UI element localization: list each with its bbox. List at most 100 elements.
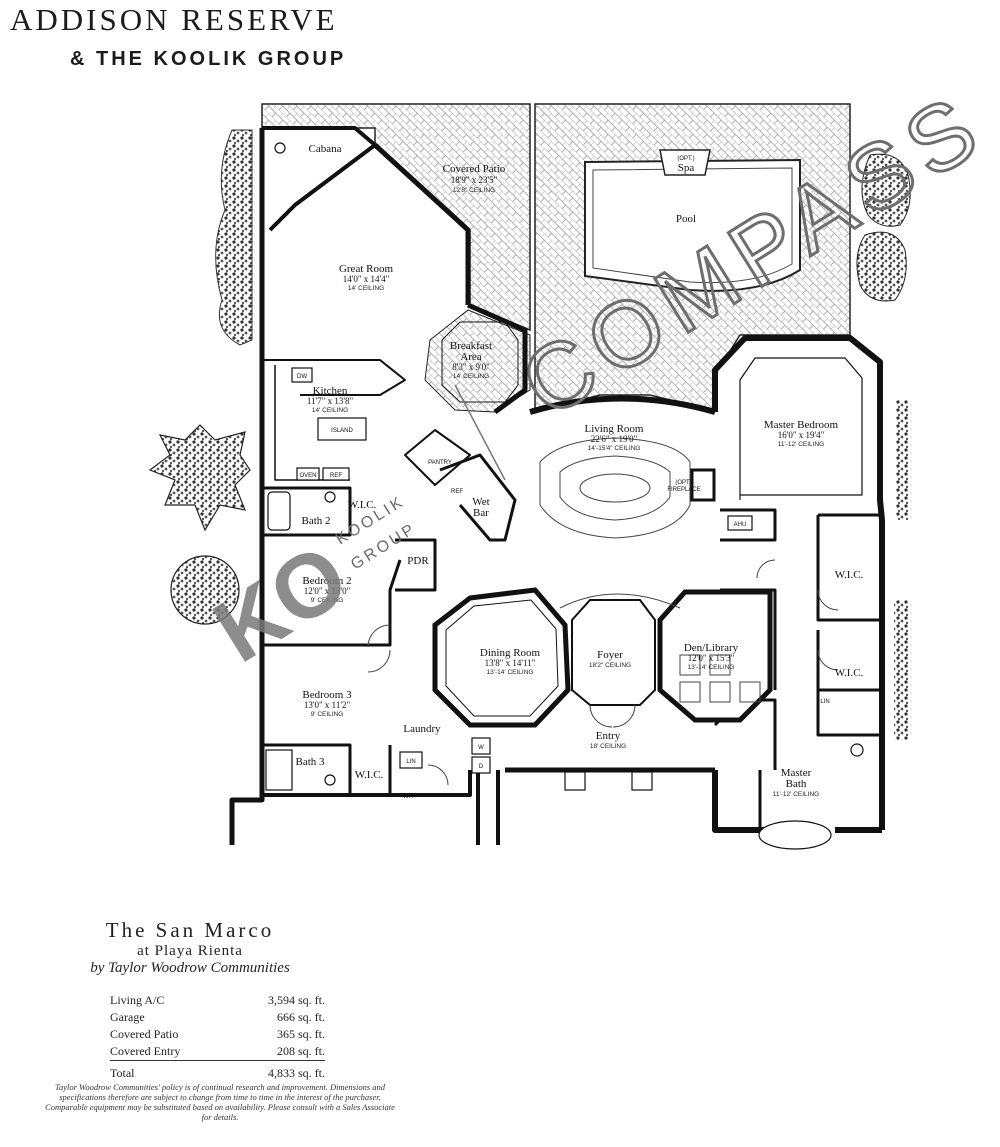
master-bath-label-2: Bath bbox=[786, 778, 807, 790]
laundry-lin-label: LIN bbox=[406, 759, 415, 765]
fireplace-label: FIREPLACE bbox=[667, 487, 700, 493]
breakfast-dim: 8'3" x 9'0" bbox=[452, 362, 490, 372]
great-room-dim: 14'0" x 14'4" bbox=[343, 274, 390, 284]
entry-ceiling: 18' CEILING bbox=[590, 743, 626, 750]
octagon-rooms bbox=[432, 321, 773, 728]
breakfast-ceiling: 14' CEILING bbox=[453, 373, 489, 380]
dw-label: DW bbox=[297, 374, 307, 380]
dining-room-octagon bbox=[432, 587, 571, 728]
shrub-right-top bbox=[861, 153, 911, 227]
covered-patio-paving bbox=[261, 103, 531, 332]
living-room-dim: 22'6" x 19'0" bbox=[591, 434, 638, 444]
total-value: 4,833 sq. ft. bbox=[268, 1066, 325, 1080]
wet-bar-label-1: Wet bbox=[472, 496, 489, 508]
bath3-shower bbox=[265, 749, 293, 791]
toilet-bath2 bbox=[324, 491, 336, 503]
covered-patio-label: Covered Patio bbox=[443, 163, 506, 175]
pool-inner-edge bbox=[592, 167, 793, 284]
wic-right2-label: W.I.C. bbox=[835, 667, 864, 679]
west-exterior-wall bbox=[229, 128, 265, 845]
area-value: 208 sq. ft. bbox=[230, 1043, 325, 1061]
area-row: Covered Entry 208 sq. ft. bbox=[110, 1043, 325, 1061]
ref-unit bbox=[322, 467, 350, 481]
master-bedroom-wall bbox=[712, 335, 885, 830]
master-bedroom-inner bbox=[739, 357, 863, 500]
covered-patio-ceiling: 12'8" CEILING bbox=[453, 187, 495, 194]
bedroom2-dim: 12'0" x 13'0" bbox=[304, 586, 351, 596]
interior-partition-3 bbox=[262, 559, 402, 647]
entry-label: Entry bbox=[596, 730, 621, 742]
area-label: Covered Patio bbox=[110, 1027, 179, 1041]
living-room-ceiling-detail bbox=[539, 437, 691, 609]
cabana-label: Cabana bbox=[309, 143, 342, 155]
covered-patio-dim: 18'9" x 23'5" bbox=[451, 175, 498, 185]
dining-arc-top bbox=[559, 593, 681, 609]
master-bath-label-1: Master bbox=[781, 767, 812, 779]
breakfast-paving bbox=[424, 309, 531, 413]
living-room-label: Living Room bbox=[585, 423, 644, 435]
wic-right-walls bbox=[816, 513, 880, 737]
den-grid-d bbox=[709, 681, 731, 703]
master-bedroom-dim: 16'0" x 19'4" bbox=[778, 430, 825, 440]
dining-room-ceiling: 13'-14' CEILING bbox=[487, 669, 534, 676]
dryer-label: D bbox=[479, 764, 484, 770]
den-grid-b bbox=[709, 654, 731, 676]
kitchen-ceiling: 14' CEILING bbox=[312, 407, 348, 414]
entry-pier-2 bbox=[631, 771, 653, 791]
tree-left-mid bbox=[148, 424, 251, 532]
great-room-ceiling: 14' CEILING bbox=[348, 285, 384, 292]
lin-right-label: LIN bbox=[820, 699, 829, 705]
area-label: Garage bbox=[110, 1010, 145, 1024]
watermark-slash bbox=[454, 384, 506, 481]
spa-shape bbox=[659, 149, 711, 176]
washer bbox=[471, 737, 491, 755]
kitchen-dim: 11'7" x 13'8" bbox=[307, 396, 354, 406]
den-octagon bbox=[657, 589, 773, 723]
toilet-master bbox=[850, 743, 864, 757]
bedroom3-ceiling: 9' CEILING bbox=[311, 711, 344, 718]
lin-laundry bbox=[399, 751, 423, 769]
pool-label: Pool bbox=[676, 213, 696, 225]
living-room-north-curve bbox=[529, 395, 716, 415]
foyer-octagon bbox=[571, 599, 656, 706]
foyer-ceiling: 18'2" CEILING bbox=[589, 662, 631, 669]
wh-label: WH bbox=[403, 794, 413, 800]
den-grid-e bbox=[739, 681, 761, 703]
wic-right1-label: W.I.C. bbox=[835, 569, 864, 581]
cabana-wall bbox=[262, 126, 377, 232]
living-room-ceiling: 14'-15'4" CEILING bbox=[588, 445, 641, 452]
breakfast-label-2: Area bbox=[460, 351, 481, 363]
area-label: Living A/C bbox=[110, 993, 165, 1007]
disclaimer-text: Taylor Woodrow Communities' policy is of… bbox=[45, 1082, 395, 1122]
wic-small-label: W.I.C. bbox=[348, 499, 377, 511]
door-swing-wic2 bbox=[817, 649, 839, 671]
ceiling-outer bbox=[539, 437, 691, 539]
pantry-label: PANTRY bbox=[428, 460, 452, 466]
fixtures-group bbox=[265, 142, 864, 850]
laundry-label: Laundry bbox=[403, 723, 441, 735]
brand-subtitle: & THE KOOLIK GROUP bbox=[70, 48, 347, 70]
master-bedroom-label: Master Bedroom bbox=[764, 419, 839, 431]
tree-left-low bbox=[170, 555, 240, 625]
wetbar-wall bbox=[439, 453, 517, 542]
fireplace-opt-label: (OPT.) bbox=[675, 480, 692, 486]
entry-pier-1 bbox=[564, 771, 586, 791]
dryer bbox=[471, 756, 491, 774]
area-table: Living A/C 3,594 sq. ft. Garage 666 sq. … bbox=[110, 992, 325, 1082]
bedroom2-ceiling: 9' CEILING bbox=[311, 597, 344, 604]
bedroom3-label: Bedroom 3 bbox=[302, 689, 352, 701]
landscaping-group bbox=[148, 129, 911, 740]
ceiling-mid bbox=[559, 455, 671, 521]
den-grid-c bbox=[679, 681, 701, 703]
bedroom2-label: Bedroom 2 bbox=[302, 575, 351, 587]
door-swing-bed3 bbox=[367, 649, 391, 673]
ref-label: REF bbox=[330, 473, 342, 479]
wet-bar-label-2: Bar bbox=[473, 507, 489, 519]
shrub-left-top bbox=[215, 129, 253, 346]
toilet-bath3 bbox=[324, 774, 336, 786]
shrub-right-mid bbox=[856, 231, 907, 302]
area-value: 365 sq. ft. bbox=[277, 1027, 325, 1041]
great-room-label: Great Room bbox=[339, 263, 394, 275]
area-value: 3,594 sq. ft. bbox=[268, 993, 325, 1007]
hedge-right-1 bbox=[896, 400, 908, 520]
